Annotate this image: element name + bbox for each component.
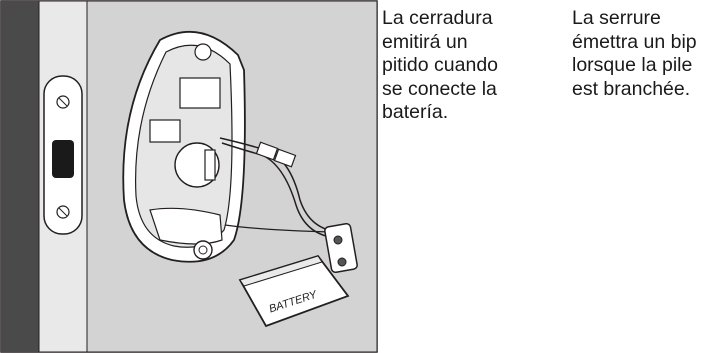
french-caption: La serrure émettra un bip lorsque la pil…	[572, 7, 697, 100]
battery-wires	[219, 137, 341, 239]
latch-plate	[43, 75, 83, 235]
lock-battery-illustration: BATTERY	[0, 0, 378, 353]
spanish-caption: La cerradura emitirá un pitido cuando se…	[382, 7, 499, 123]
door-frame-edge	[1, 1, 39, 352]
bottom-screw-icon	[193, 240, 213, 260]
nine-volt-battery: BATTERY	[238, 254, 350, 328]
lock-interior-housing	[122, 30, 246, 263]
battery-snap-connector	[324, 222, 358, 274]
